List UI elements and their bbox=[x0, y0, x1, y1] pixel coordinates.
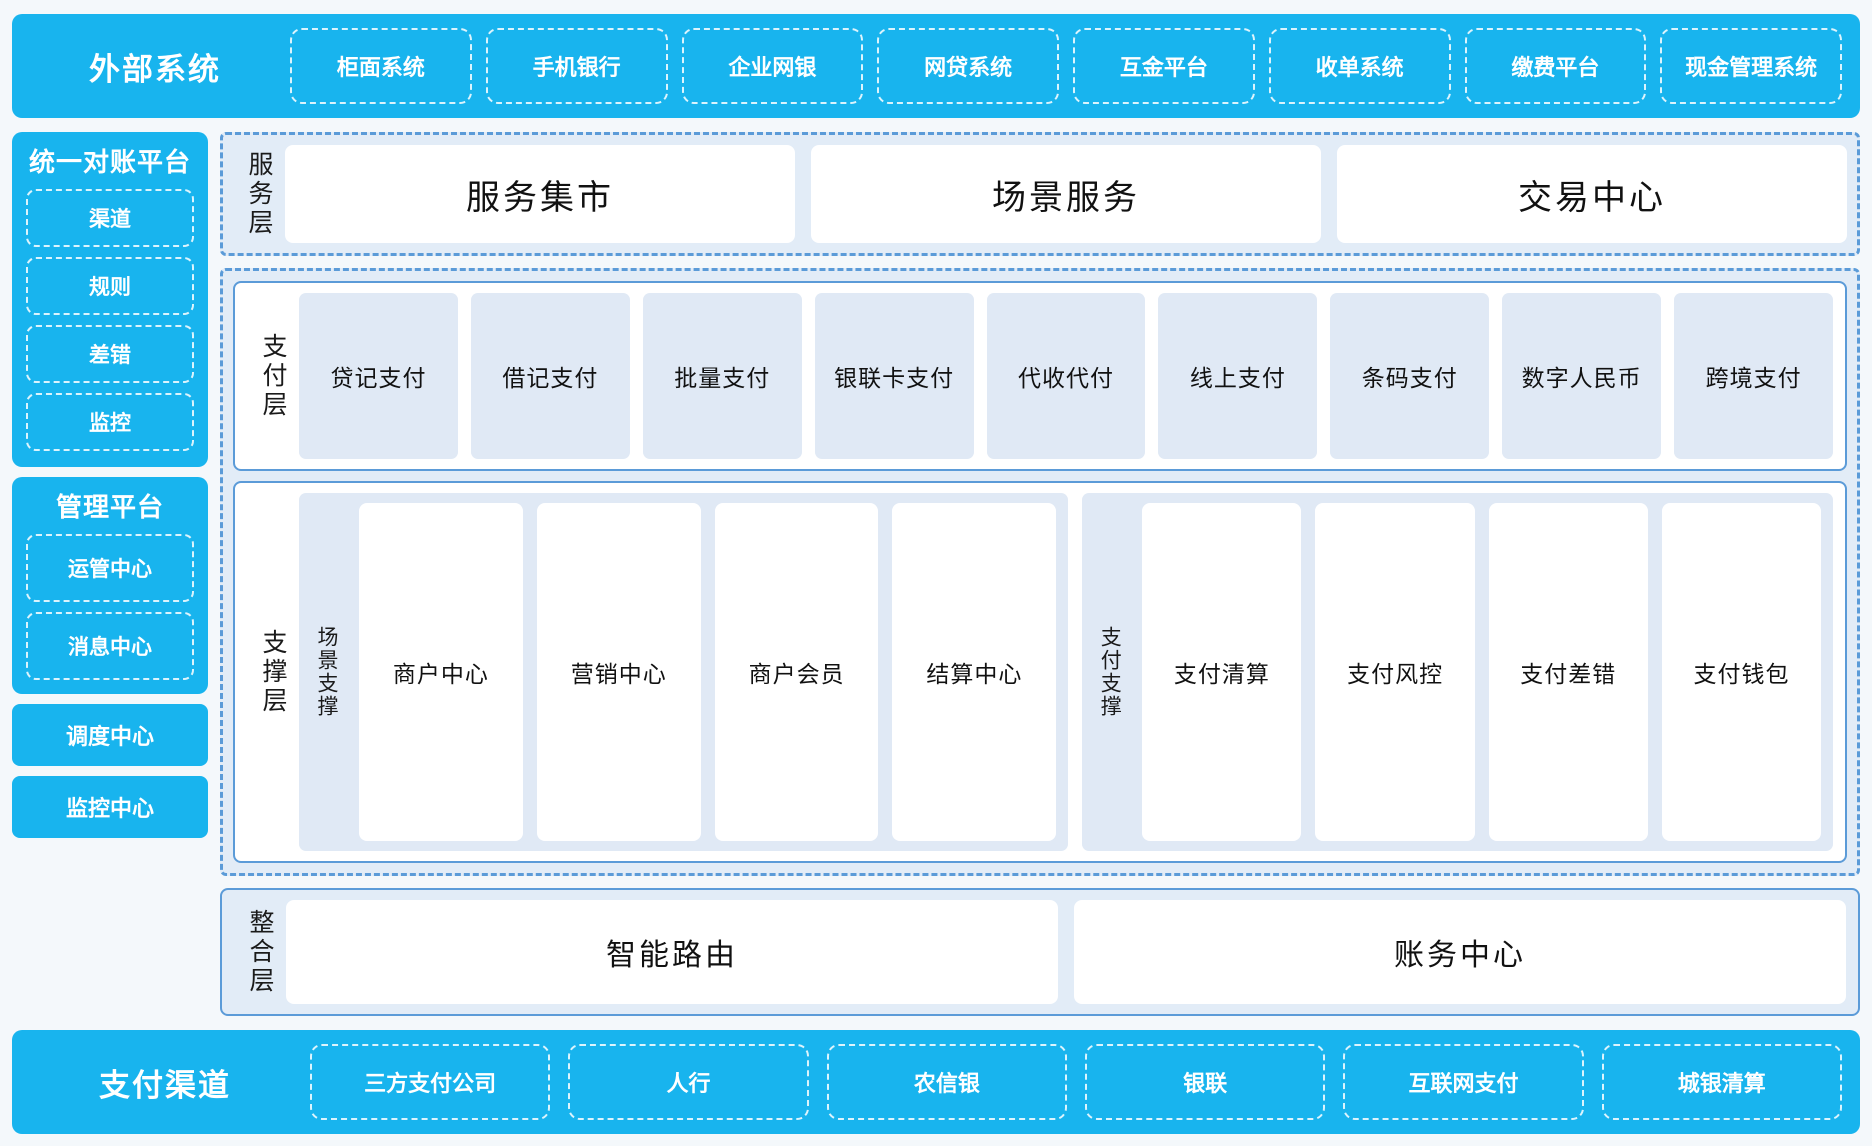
scene-item-settlement-center[interactable]: 结算中心 bbox=[892, 503, 1057, 841]
management-item-message-center[interactable]: 消息中心 bbox=[26, 612, 194, 680]
scene-support-list: 商户中心 营销中心 商户会员 结算中心 bbox=[359, 503, 1057, 841]
external-system-item[interactable]: 手机银行 bbox=[485, 28, 668, 104]
payment-item-cross-border[interactable]: 跨境支付 bbox=[1674, 293, 1834, 459]
middle-region: 统一对账平台 渠道 规则 差错 监控 管理平台 运管中心 消息中心 调度中心 监… bbox=[12, 132, 1860, 1016]
payment-channel-item[interactable]: 农信银 bbox=[826, 1044, 1067, 1120]
scene-support-label: 场景支撑 bbox=[315, 626, 338, 718]
service-item-scenario[interactable]: 场景服务 bbox=[811, 145, 1321, 243]
payment-item-barcode[interactable]: 条码支付 bbox=[1330, 293, 1490, 459]
external-system-item[interactable]: 现金管理系统 bbox=[1660, 28, 1842, 104]
external-system-item[interactable]: 企业网银 bbox=[681, 28, 864, 104]
payment-channel-item[interactable]: 城银清算 bbox=[1601, 1044, 1842, 1120]
core-platform-group: 支付层 贷记支付 借记支付 批量支付 银联卡支付 代收代付 线上支付 条码支付 … bbox=[220, 268, 1860, 876]
integration-layer-label: 整合层 bbox=[246, 908, 274, 996]
scene-item-merchant-member[interactable]: 商户会员 bbox=[714, 503, 879, 841]
payment-layer-panel: 支付层 贷记支付 借记支付 批量支付 银联卡支付 代收代付 线上支付 条码支付 … bbox=[233, 281, 1847, 471]
integration-item-accounting-center[interactable]: 账务中心 bbox=[1074, 900, 1846, 1004]
reconciliation-item-error[interactable]: 差错 bbox=[26, 325, 194, 383]
payment-channels-list: 三方支付公司 人行 农信银 银联 互联网支付 城银清算 bbox=[310, 1044, 1842, 1120]
payment-support-item-risk-control[interactable]: 支付风控 bbox=[1315, 503, 1475, 841]
integration-layer-list: 智能路由 账务中心 bbox=[286, 900, 1846, 1004]
service-layer-group: 服务层 服务集市 场景服务 交易中心 bbox=[220, 132, 1860, 256]
scene-item-marketing-center[interactable]: 营销中心 bbox=[536, 503, 701, 841]
payment-channel-item[interactable]: 三方支付公司 bbox=[310, 1044, 551, 1120]
payment-channels-bar: 支付渠道 三方支付公司 人行 农信银 银联 互联网支付 城银清算 bbox=[12, 1030, 1860, 1134]
service-layer-label: 服务层 bbox=[245, 150, 273, 238]
payment-item-unionpay-card[interactable]: 银联卡支付 bbox=[814, 293, 974, 459]
scene-item-merchant-center[interactable]: 商户中心 bbox=[359, 503, 523, 841]
payment-support-group: 支付支撑 支付清算 支付风控 支付差错 支付钱包 bbox=[1082, 493, 1833, 851]
payment-item-debit[interactable]: 借记支付 bbox=[470, 293, 630, 459]
service-item-market[interactable]: 服务集市 bbox=[285, 145, 795, 243]
payment-support-item-wallet[interactable]: 支付钱包 bbox=[1661, 503, 1822, 841]
payment-channel-item[interactable]: 互联网支付 bbox=[1343, 1044, 1584, 1120]
left-rail: 统一对账平台 渠道 规则 差错 监控 管理平台 运管中心 消息中心 调度中心 监… bbox=[12, 132, 208, 1016]
external-system-item[interactable]: 柜面系统 bbox=[290, 28, 472, 104]
support-layer-groups: 场景支撑 商户中心 营销中心 商户会员 结算中心 支付支撑 支付清算 bbox=[299, 493, 1833, 851]
management-item-operations-center[interactable]: 运管中心 bbox=[26, 534, 194, 602]
external-system-item[interactable]: 网贷系统 bbox=[877, 28, 1059, 104]
external-system-item[interactable]: 收单系统 bbox=[1268, 28, 1451, 104]
payment-channel-item[interactable]: 银联 bbox=[1084, 1044, 1326, 1120]
reconciliation-item-monitor[interactable]: 监控 bbox=[26, 393, 194, 451]
payment-channel-item[interactable]: 人行 bbox=[568, 1044, 809, 1120]
support-layer-label: 支撑层 bbox=[259, 628, 287, 716]
external-systems-list: 柜面系统 手机银行 企业网银 网贷系统 互金平台 收单系统 缴费平台 现金管理系… bbox=[290, 28, 1842, 104]
management-platform-title: 管理平台 bbox=[55, 492, 164, 522]
scene-support-group: 场景支撑 商户中心 营销中心 商户会员 结算中心 bbox=[299, 493, 1069, 851]
reconciliation-platform-panel: 统一对账平台 渠道 规则 差错 监控 bbox=[12, 132, 208, 467]
payment-support-label: 支付支撑 bbox=[1098, 626, 1122, 718]
payment-item-batch[interactable]: 批量支付 bbox=[642, 293, 802, 459]
support-layer-panel: 支撑层 场景支撑 商户中心 营销中心 商户会员 结算中心 bbox=[233, 481, 1847, 863]
payment-item-credit[interactable]: 贷记支付 bbox=[299, 293, 458, 459]
external-systems-bar: 外部系统 柜面系统 手机银行 企业网银 网贷系统 互金平台 收单系统 缴费平台 … bbox=[12, 14, 1860, 118]
payment-support-item-clearing[interactable]: 支付清算 bbox=[1142, 503, 1302, 841]
payment-item-digital-rmb[interactable]: 数字人民币 bbox=[1502, 293, 1662, 459]
service-layer-list: 服务集市 场景服务 交易中心 bbox=[285, 145, 1847, 243]
main-column: 服务层 服务集市 场景服务 交易中心 支付层 贷记支付 借记支付 批量支付 银联… bbox=[220, 132, 1860, 1016]
reconciliation-item-rule[interactable]: 规则 bbox=[26, 257, 194, 315]
scheduling-center-item[interactable]: 调度中心 bbox=[12, 704, 208, 766]
external-systems-title: 外部系统 bbox=[89, 51, 221, 87]
reconciliation-platform-title: 统一对账平台 bbox=[28, 147, 191, 177]
payment-layer-list: 贷记支付 借记支付 批量支付 银联卡支付 代收代付 线上支付 条码支付 数字人民… bbox=[299, 293, 1834, 459]
monitoring-center-item[interactable]: 监控中心 bbox=[12, 776, 208, 838]
reconciliation-item-channel[interactable]: 渠道 bbox=[26, 189, 194, 247]
payment-layer-label: 支付层 bbox=[259, 332, 287, 420]
payment-item-online[interactable]: 线上支付 bbox=[1158, 293, 1318, 459]
integration-item-smart-routing[interactable]: 智能路由 bbox=[286, 900, 1058, 1004]
payment-support-item-error[interactable]: 支付差错 bbox=[1488, 503, 1648, 841]
payment-support-list: 支付清算 支付风控 支付差错 支付钱包 bbox=[1142, 503, 1822, 841]
payment-channels-title: 支付渠道 bbox=[99, 1067, 231, 1103]
service-item-transaction-center[interactable]: 交易中心 bbox=[1337, 145, 1847, 243]
external-system-item[interactable]: 互金平台 bbox=[1073, 28, 1255, 104]
payment-item-collection-payment[interactable]: 代收代付 bbox=[986, 293, 1146, 459]
external-system-item[interactable]: 缴费平台 bbox=[1464, 28, 1647, 104]
integration-layer-panel: 整合层 智能路由 账务中心 bbox=[220, 888, 1860, 1016]
management-platform-panel: 管理平台 运管中心 消息中心 bbox=[12, 477, 208, 694]
